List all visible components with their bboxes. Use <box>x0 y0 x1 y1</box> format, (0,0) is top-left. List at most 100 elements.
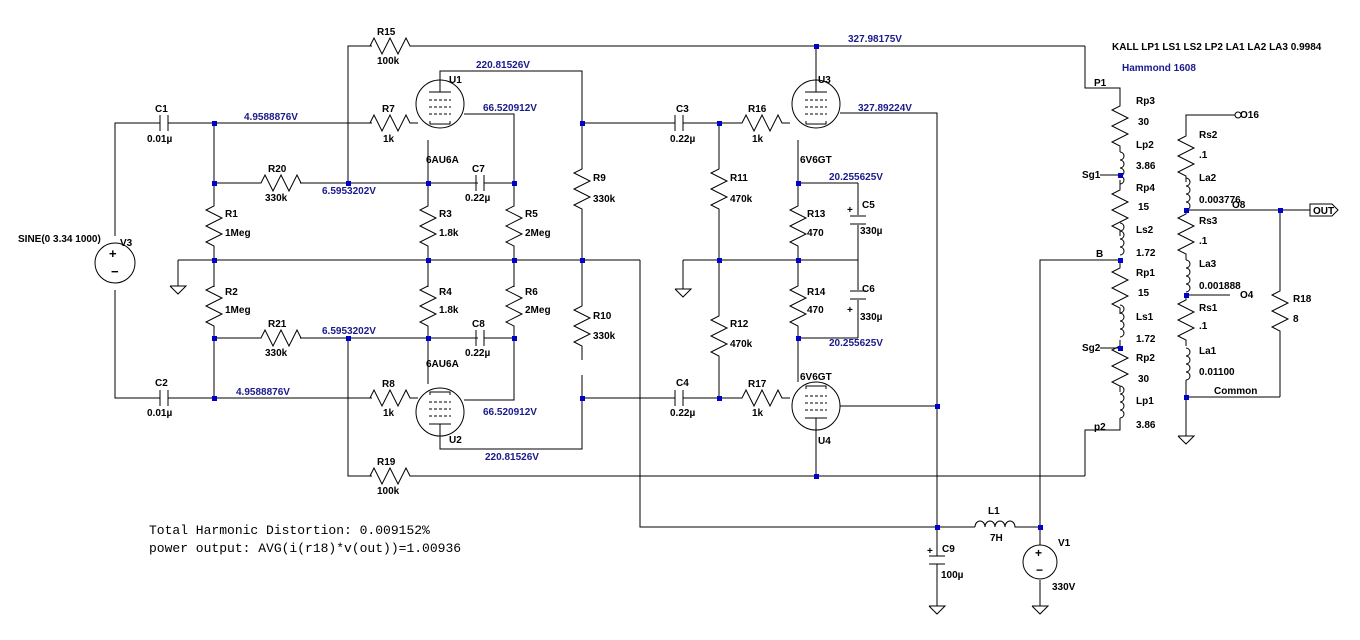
components-c6-ref-label: C6 <box>862 284 875 295</box>
svg-text:−: − <box>111 264 119 279</box>
ground-symbol <box>1031 599 1049 615</box>
svg-text:+: + <box>927 546 933 557</box>
svg-text:+: + <box>109 246 117 261</box>
components-r1-val-label: 1Meg <box>225 228 251 239</box>
components-rp2-val-label: 30 <box>1138 374 1150 385</box>
components-r13-val-label: 470 <box>807 228 824 239</box>
components-lp1-val-label: 3.86 <box>1136 420 1156 431</box>
voltages-screen-bot-label: 66.520912V <box>483 407 537 418</box>
components-v1-val-label: 330V <box>1052 582 1076 593</box>
components-r17-val-label: 1k <box>752 408 764 419</box>
components-rp3-ref-label: Rp3 <box>1136 96 1155 107</box>
resistor-r12: R12 470k <box>710 309 753 363</box>
nets-o8-label: O8 <box>1232 200 1246 211</box>
voltages-cathode-out-top-label: 20.255625V <box>829 172 883 183</box>
resistor-r14: R14 470 <box>789 279 826 333</box>
components-r16-ref-label: R16 <box>748 104 767 115</box>
svg-text:+: + <box>847 205 853 216</box>
components-r5-val-label: 2Meg <box>525 228 551 239</box>
junctions <box>212 44 1283 530</box>
resistor-r4: R4 1.8k <box>419 279 459 333</box>
resistor-r3: R3 1.8k <box>419 199 459 253</box>
components-r19-val-label: 100k <box>377 486 400 497</box>
components-u1-ref-label: U1 <box>449 75 462 86</box>
components-r3-ref-label: R3 <box>439 209 452 220</box>
components-c8-ref-label: C8 <box>472 319 485 330</box>
components-c6-val-label: 330µ <box>860 312 883 323</box>
components-lp1-ref-label: Lp1 <box>1136 396 1154 407</box>
nets-sg1-label: Sg1 <box>1082 170 1101 181</box>
transformer-secondary: OUT O16 O8 O4 Common Rs2 .1 La2 0.003776… <box>1177 110 1339 445</box>
components-u4-ref-label: U4 <box>818 436 831 447</box>
resistor-r13: R13 470 <box>789 199 826 253</box>
components-la1-ref-label: La1 <box>1199 346 1217 357</box>
components-c2-val-label: 0.01µ <box>147 408 172 419</box>
components-lp2-val-label: 3.86 <box>1136 161 1156 172</box>
nets-p2-label: p2 <box>1094 422 1106 433</box>
components-l1-ref-label: L1 <box>988 506 1000 517</box>
voltages-grid-in-bot-label: 4.9588876V <box>236 387 290 398</box>
ground-symbol <box>928 599 946 615</box>
capacitor-c9: + C9 100µ <box>927 544 964 581</box>
svg-text:+: + <box>1035 546 1042 560</box>
source-v1: + − V1 330V <box>1022 538 1076 593</box>
tube-u3: U3 6V6GT <box>791 75 841 166</box>
components-r2-ref-label: R2 <box>225 287 238 298</box>
capacitor-c8: C8 0.22µ <box>465 319 490 359</box>
components-r4-ref-label: R4 <box>439 287 452 298</box>
components-r14-val-label: 470 <box>807 305 824 316</box>
components-c5-val-label: 330µ <box>860 226 883 237</box>
components-c5-ref-label: C5 <box>862 200 875 211</box>
components-r21-ref-label: R21 <box>268 319 287 330</box>
components-r17-ref-label: R17 <box>748 379 767 390</box>
components-rp3-val-label: 30 <box>1138 117 1150 128</box>
tube-u1: U1 6AU6A <box>415 75 465 166</box>
components-rp4-val-label: 15 <box>1138 202 1150 213</box>
capacitor-c3: C3 0.22µ <box>670 104 695 145</box>
components-r14-ref-label: R14 <box>807 287 826 298</box>
components-la2-ref-label: La2 <box>1199 173 1217 184</box>
transformer-primary: P1 Sg1 B Sg2 p2 Rp3 30 Lp2 3.86 Rp4 15 L… <box>1082 78 1156 433</box>
capacitor-c6: + C6 330µ <box>847 284 883 323</box>
components-lp2-ref-label: Lp2 <box>1136 140 1154 151</box>
components-r15-ref-label: R15 <box>377 27 396 38</box>
resistor-r9: R9 330k <box>573 162 616 216</box>
voltages-cathode-top-label: 6.5953202V <box>322 186 376 197</box>
components-c4-val-label: 0.22µ <box>670 408 695 419</box>
capacitor-c4: C4 0.22µ <box>670 378 695 419</box>
voltages-cathode-bot-label: 6.5953202V <box>322 326 376 337</box>
components-r16-val-label: 1k <box>752 134 764 145</box>
nets-common-label: Common <box>1214 386 1257 397</box>
resistor-r5: R5 2Meg <box>505 199 551 253</box>
resistor-r15: R15 100k <box>363 27 417 67</box>
components-r2-val-label: 1Meg <box>225 305 251 316</box>
components-rs2-ref-label: Rs2 <box>1199 130 1218 141</box>
spice-directive: KALL LP1 LS1 LS2 LP2 LA1 LA2 LA3 0.9984 <box>1112 42 1322 53</box>
ground-symbol <box>674 282 692 298</box>
voltages-grid-in-top-label: 4.9588876V <box>244 112 298 123</box>
components-c3-val-label: 0.22µ <box>670 134 695 145</box>
components-r4-val-label: 1.8k <box>439 305 459 316</box>
voltages-screen-top-label: 66.520912V <box>483 103 537 114</box>
components-r12-val-label: 470k <box>730 339 753 350</box>
tube-u2: U2 6AU6A <box>415 359 465 446</box>
svg-text:−: − <box>1036 563 1043 577</box>
thd-result: Total Harmonic Distortion: 0.009152% <box>149 523 430 538</box>
components-r15-val-label: 100k <box>377 56 400 67</box>
components-c1-ref-label: C1 <box>155 104 168 115</box>
capacitor-c5: + C5 330µ <box>847 200 883 237</box>
components-r7-ref-label: R7 <box>382 104 395 115</box>
voltages-plate-u1-label: 220.81526V <box>476 60 530 71</box>
resistor-r2: R2 1Meg <box>205 279 251 333</box>
components-ls1-ref-label: Ls1 <box>1136 312 1154 323</box>
components-l1-val-label: 7H <box>990 533 1003 544</box>
components-rs1-ref-label: Rs1 <box>1199 303 1218 314</box>
components-u3-val-label: 6V6GT <box>800 155 832 166</box>
resistor-r19: R19 100k <box>363 457 417 497</box>
nets-o16-label: O16 <box>1240 110 1259 121</box>
tube-u4: U4 6V6GT <box>791 372 841 447</box>
ground-symbol <box>169 279 187 295</box>
components-r7-val-label: 1k <box>383 134 395 145</box>
components-r5-ref-label: R5 <box>525 209 538 220</box>
